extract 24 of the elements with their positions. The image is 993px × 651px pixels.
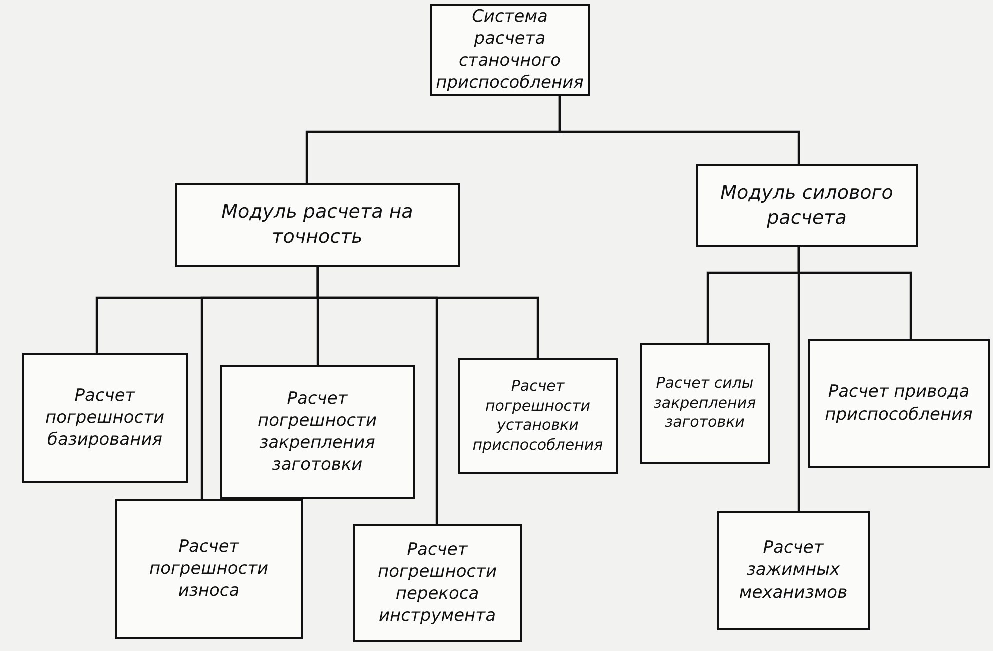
process-box (640, 343, 770, 464)
box-label: Модуль силового расчета (720, 180, 894, 230)
box-label: Расчет зажимных механизмов (738, 537, 849, 604)
process-box (808, 339, 990, 468)
box-label: Система расчета станочного приспособления (436, 6, 584, 94)
box-label: Расчет погрешности базирования (44, 384, 166, 452)
connector-line (316, 267, 540, 358)
process-box (717, 511, 870, 630)
process-box (220, 365, 415, 499)
connector-line (798, 247, 912, 339)
process-box (696, 164, 918, 247)
box-label: Расчет погрешности установки приспособления (472, 377, 604, 455)
box-label: Расчет силы закрепления заготовки (652, 374, 758, 433)
process-box (175, 183, 460, 267)
box-label: Модуль расчета на точность (220, 200, 414, 250)
box-label: Расчет погрешности перекоса инструмента (376, 538, 498, 628)
process-box (115, 499, 303, 639)
connector-line (558, 96, 800, 164)
process-box (22, 353, 188, 483)
box-label: Расчет погрешности износа (148, 536, 270, 602)
process-box (353, 524, 522, 642)
process-box (458, 358, 618, 474)
box-label: Расчет погрешности закрепления заготовки (256, 388, 378, 476)
box-label: Расчет привода приспособления (824, 381, 974, 426)
